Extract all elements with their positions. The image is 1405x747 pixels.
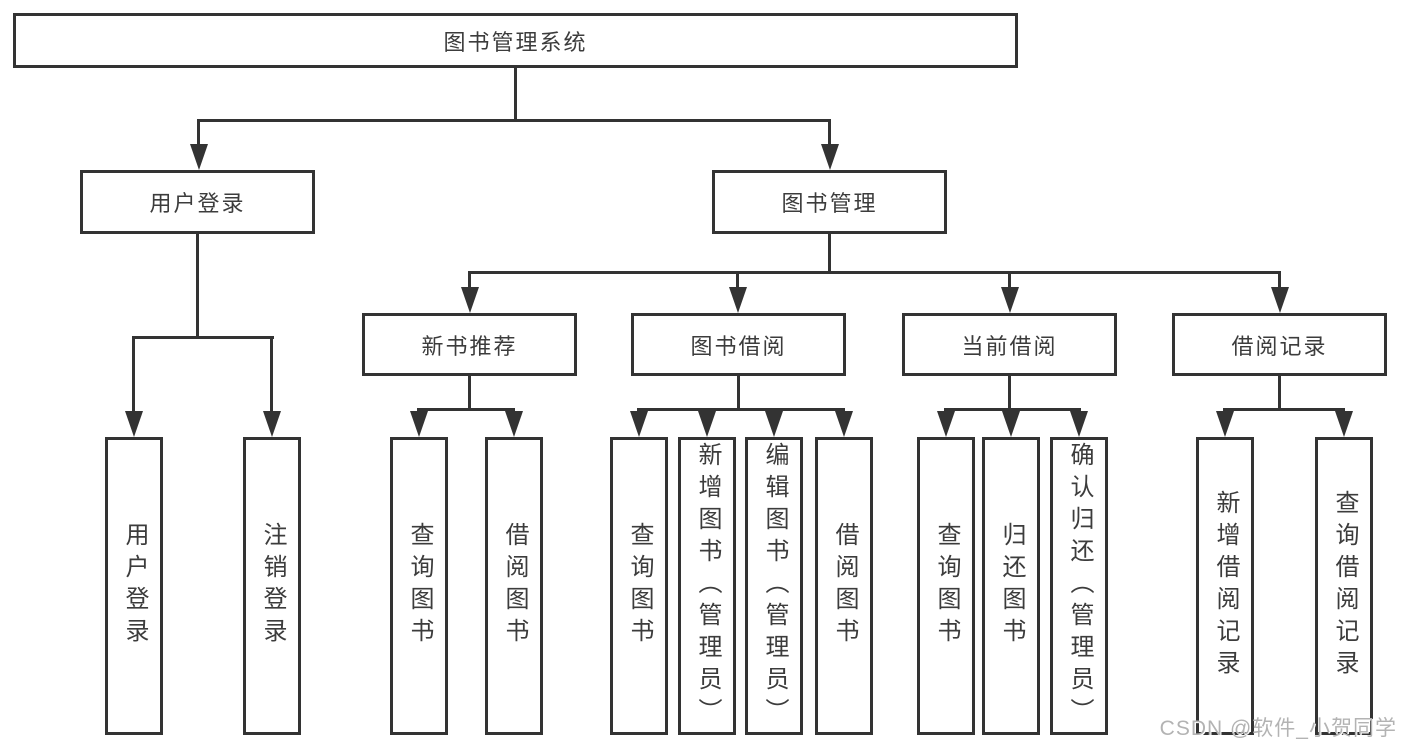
connector-line bbox=[944, 408, 1081, 411]
node-borrowing-records: 借阅记录 bbox=[1172, 313, 1387, 376]
leaf-query-books-recommend: 查询图书 bbox=[390, 437, 448, 735]
connector-line bbox=[417, 408, 515, 411]
watermark: CSDN @软件_小贺同学 bbox=[1159, 717, 1397, 740]
node-current-borrowing: 当前借阅 bbox=[902, 313, 1117, 376]
arrowhead-down-icon bbox=[410, 411, 428, 437]
connector-line bbox=[132, 336, 135, 414]
node-user-login: 用户登录 bbox=[80, 170, 315, 234]
leaf-logout: 注销登录 bbox=[243, 437, 301, 735]
connector-line bbox=[736, 271, 739, 291]
node-book-management: 图书管理 bbox=[712, 170, 947, 234]
node-library-system: 图书管理系统 bbox=[13, 13, 1018, 68]
arrowhead-down-icon bbox=[1002, 411, 1020, 437]
arrowhead-down-icon bbox=[821, 144, 839, 170]
connector-line bbox=[132, 336, 274, 339]
connector-line bbox=[196, 233, 199, 336]
leaf-confirm-return-admin: 确认归还（管理员） bbox=[1050, 437, 1108, 735]
connector-line bbox=[468, 271, 1281, 274]
arrowhead-down-icon bbox=[1271, 287, 1289, 313]
connector-line bbox=[1223, 408, 1345, 411]
leaf-query-borrow-record: 查询借阅记录 bbox=[1315, 437, 1373, 735]
connector-line bbox=[270, 336, 273, 414]
leaf-add-borrow-record: 新增借阅记录 bbox=[1196, 437, 1254, 735]
arrowhead-down-icon bbox=[937, 411, 955, 437]
connector-line bbox=[468, 271, 471, 291]
connector-line bbox=[737, 376, 740, 408]
leaf-query-books-borrowing: 查询图书 bbox=[610, 437, 668, 735]
connector-line bbox=[468, 376, 471, 408]
leaf-edit-book-admin: 编辑图书（管理员） bbox=[745, 437, 803, 735]
arrowhead-down-icon bbox=[1216, 411, 1234, 437]
arrowhead-down-icon bbox=[835, 411, 853, 437]
arrowhead-down-icon bbox=[505, 411, 523, 437]
arrowhead-down-icon bbox=[729, 287, 747, 313]
connector-line bbox=[637, 408, 845, 411]
connector-line bbox=[1008, 271, 1011, 291]
arrowhead-down-icon bbox=[765, 411, 783, 437]
connector-line bbox=[828, 233, 831, 272]
connector-line bbox=[197, 119, 831, 122]
leaf-query-books-current: 查询图书 bbox=[917, 437, 975, 735]
arrowhead-down-icon bbox=[461, 287, 479, 313]
leaf-user-login: 用户登录 bbox=[105, 437, 163, 735]
arrowhead-down-icon bbox=[1070, 411, 1088, 437]
connector-line bbox=[514, 68, 517, 120]
leaf-borrow-books-recommend: 借阅图书 bbox=[485, 437, 543, 735]
arrowhead-down-icon bbox=[630, 411, 648, 437]
leaf-borrow-books-borrowing: 借阅图书 bbox=[815, 437, 873, 735]
leaf-add-book-admin: 新增图书（管理员） bbox=[678, 437, 736, 735]
arrowhead-down-icon bbox=[125, 411, 143, 437]
connector-line bbox=[1278, 376, 1281, 408]
node-new-book-recommend: 新书推荐 bbox=[362, 313, 577, 376]
arrowhead-down-icon bbox=[698, 411, 716, 437]
connector-line bbox=[197, 119, 200, 149]
arrowhead-down-icon bbox=[190, 144, 208, 170]
arrowhead-down-icon bbox=[1001, 287, 1019, 313]
node-book-borrowing: 图书借阅 bbox=[631, 313, 846, 376]
leaf-return-books: 归还图书 bbox=[982, 437, 1040, 735]
connector-line bbox=[828, 119, 831, 149]
connector-line bbox=[1278, 271, 1281, 291]
connector-line bbox=[1008, 376, 1011, 408]
arrowhead-down-icon bbox=[263, 411, 281, 437]
arrowhead-down-icon bbox=[1335, 411, 1353, 437]
